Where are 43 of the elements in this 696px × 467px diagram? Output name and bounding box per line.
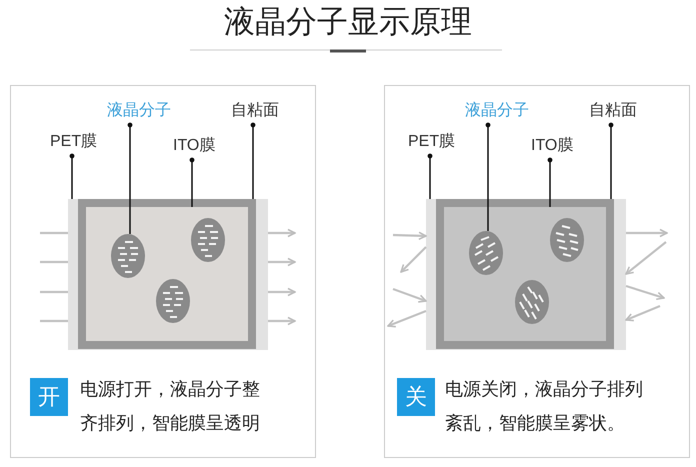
switch-badge: 关 bbox=[397, 378, 435, 416]
molecule-ellipse bbox=[515, 280, 549, 324]
callout-label: PET膜 bbox=[408, 133, 456, 151]
leader-line bbox=[608, 122, 614, 199]
callout-label: 液晶分子 bbox=[107, 102, 171, 120]
description-text: 电源打开，液晶分子整齐排列，智能膜呈透明 bbox=[80, 378, 261, 435]
light-ray-arrow bbox=[268, 228, 296, 238]
leader-line bbox=[486, 122, 490, 231]
light-ray-arrow bbox=[625, 304, 660, 322]
switch-badge: 开 bbox=[30, 378, 68, 416]
molecule-ellipse bbox=[111, 234, 145, 278]
leader-line bbox=[128, 122, 132, 234]
liquid-crystal-layer bbox=[86, 207, 248, 341]
panel-card bbox=[10, 85, 316, 458]
callout-label: PET膜 bbox=[50, 133, 98, 151]
light-ray-arrow bbox=[268, 288, 296, 296]
callout-label: ITO膜 bbox=[531, 137, 574, 155]
light-ray-arrow bbox=[387, 310, 426, 328]
light-ray-arrow bbox=[400, 246, 427, 273]
title: 液晶分子显示原理 bbox=[223, 3, 473, 41]
molecule-ellipse bbox=[469, 231, 503, 275]
molecule-ellipse bbox=[156, 279, 190, 323]
leader-line bbox=[428, 154, 432, 199]
leader-line bbox=[548, 158, 552, 207]
light-ray-arrow bbox=[626, 228, 668, 238]
light-ray-arrow bbox=[625, 241, 667, 275]
leader-line bbox=[190, 158, 194, 207]
callout-label: 自粘面 bbox=[231, 102, 279, 120]
callout-label: ITO膜 bbox=[173, 137, 216, 155]
light-ray-arrow bbox=[268, 258, 296, 266]
light-ray-arrow bbox=[626, 284, 665, 300]
callout-label: 液晶分子 bbox=[465, 102, 529, 120]
leader-line bbox=[250, 122, 256, 199]
description-text: 电源关闭，液晶分子排列紊乱，智能膜呈雾状。 bbox=[445, 378, 644, 435]
light-ray-arrow bbox=[392, 288, 427, 303]
callout-label: 自粘面 bbox=[589, 102, 637, 120]
light-ray-arrow bbox=[268, 316, 296, 326]
liquid-crystal-layer bbox=[444, 207, 606, 341]
molecule-ellipse bbox=[191, 218, 225, 262]
light-ray-arrow bbox=[392, 231, 427, 240]
panel-card bbox=[384, 85, 690, 458]
leader-line bbox=[70, 154, 74, 199]
molecule-ellipse bbox=[550, 218, 584, 262]
